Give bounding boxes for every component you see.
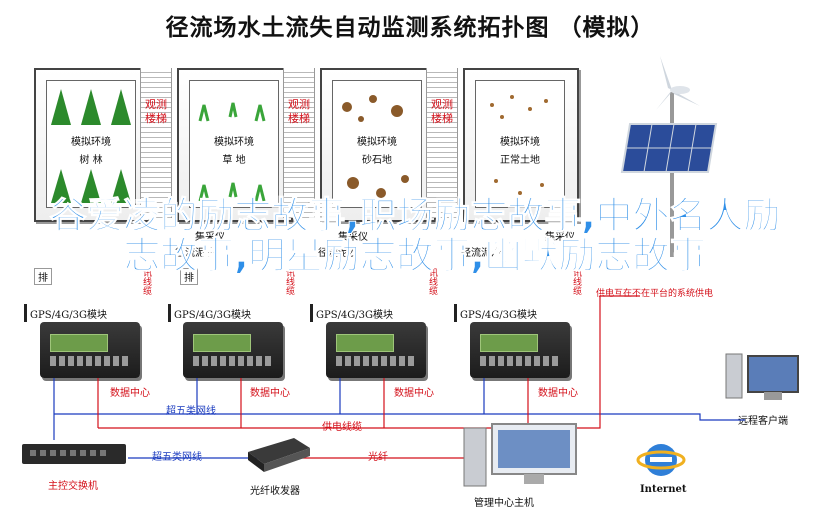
- network-cable-label-2: 超五类网线: [152, 452, 202, 463]
- plot-label-env: 模拟环境: [71, 137, 111, 148]
- plot-panel-forest: 模拟环境 树 林: [34, 68, 150, 222]
- comm-cable-label: 讯线缆: [141, 268, 151, 295]
- network-cable-label: 超五类网线: [166, 406, 216, 417]
- fiber-transceiver-icon: [248, 438, 310, 472]
- internet-explorer-icon: [636, 444, 686, 476]
- data-center-label: 数据中心: [110, 388, 150, 399]
- gravel-icon: [342, 95, 403, 122]
- data-collector-device: [470, 322, 570, 378]
- diagram-title: 径流场水土流失自动监测系统拓扑图 （模拟）: [165, 14, 655, 41]
- data-collector-device: [183, 322, 283, 378]
- runoff-label: 径流泥沙: [175, 248, 215, 259]
- observation-stair-2: 观测楼梯: [283, 68, 315, 218]
- observation-stair-3: 观测楼梯: [426, 68, 458, 218]
- plot-label-type: 树 林: [79, 155, 103, 166]
- antenna-icon: [168, 304, 171, 322]
- data-collector-device: [326, 322, 426, 378]
- remote-client-icon: [725, 353, 799, 400]
- collector-label-partial: 集采仪: [195, 232, 225, 243]
- grass-icon: [198, 102, 266, 122]
- power-cable-label: 供电线缆: [322, 422, 362, 433]
- plot-panel-gravel: 模拟环境 砂石地: [320, 68, 436, 222]
- fiber-label: 光纤: [368, 452, 388, 463]
- drain-box: 排: [34, 268, 52, 285]
- tree-icon: [51, 89, 131, 125]
- plot-label-type: 草 地: [222, 155, 246, 166]
- main-switch-label: 主控交换机: [48, 481, 98, 492]
- fiber-transceiver-label: 光纤收发器: [250, 486, 300, 497]
- tree-icon: [51, 169, 131, 203]
- drain-box: 排: [180, 268, 198, 285]
- observation-stair-1: 观测楼梯: [140, 68, 172, 218]
- data-collector-device: [40, 322, 140, 378]
- power-note: 供电互在不在平台的系统供电: [596, 289, 714, 299]
- antenna-icon: [454, 304, 457, 322]
- solar-wind-station-icon: [620, 56, 718, 257]
- grass-icon: [198, 182, 266, 202]
- soil-icon: [490, 95, 548, 119]
- internet-label: Internet: [640, 484, 687, 495]
- management-host-icon: [463, 423, 577, 487]
- antenna-icon: [310, 304, 313, 322]
- soil-icon: [494, 179, 544, 195]
- antenna-icon: [24, 304, 27, 322]
- observation-label: 观测楼梯: [145, 98, 167, 125]
- plot-panel-soil: 模拟环境 正常土地: [463, 68, 579, 222]
- main-switch-icon: [22, 444, 126, 464]
- management-host-label: 管理中心主机: [474, 498, 534, 509]
- overlay-headline: 谷爱凌的励志故事,职场励志故事,中外名人励志故事,明星励志故事,幽默励志故事: [49, 194, 781, 277]
- plot-label-env: 模拟环境: [214, 137, 254, 148]
- gravel-icon: [347, 175, 409, 198]
- remote-client-label: 远程客户端: [738, 416, 788, 427]
- gps-module-label: GPS/4G/3G模块: [30, 310, 108, 321]
